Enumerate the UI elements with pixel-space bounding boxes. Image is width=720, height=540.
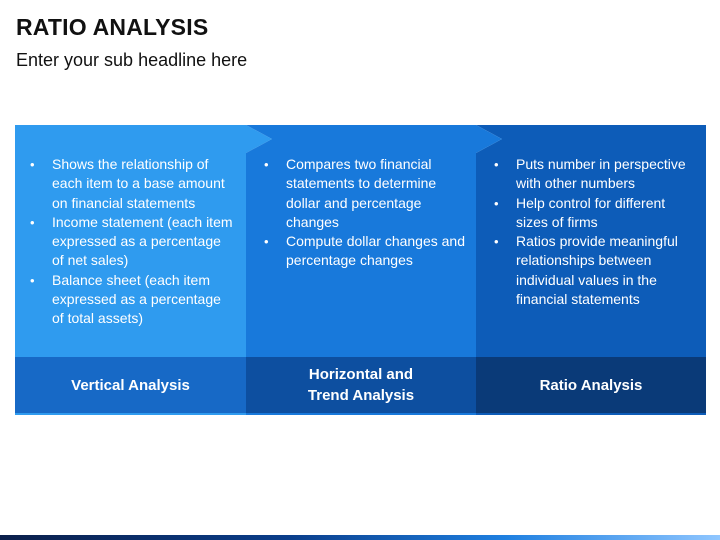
page-subtitle: Enter your sub headline here: [16, 50, 248, 70]
panel-1-bullets: Shows the relationship of each item to a…: [28, 155, 233, 329]
panel-3-label: Ratio Analysis: [476, 357, 706, 413]
panel-1-bullet: Shows the relationship of each item to a…: [30, 155, 233, 213]
panel-3-label-bg: [476, 357, 706, 413]
panel-1-label-bg: [15, 357, 246, 413]
panel-3-bullet: Help control for different sizes of firm…: [494, 194, 697, 233]
panel-1-bullet: Income statement (each item expressed as…: [30, 213, 233, 271]
panel-2-label-bg: [246, 357, 476, 413]
panel-2-label-text: Horizontal and Trend Analysis: [307, 366, 415, 404]
panel-1-label-text: Vertical Analysis: [71, 376, 190, 394]
panel-3-bullets: Puts number in perspective with other nu…: [492, 155, 697, 309]
panel-2-bullets: Compares two financial statements to det…: [262, 155, 467, 271]
analysis-panels: Shows the relationship of each item to a…: [0, 125, 720, 415]
panel-2-label: Horizontal and Trend Analysis: [246, 357, 476, 413]
panel-1-bullet: Balance sheet (each item expressed as a …: [30, 271, 233, 329]
panel-3-label-text: Ratio Analysis: [539, 376, 643, 394]
panel-1-label: Vertical Analysis: [15, 357, 246, 413]
panel-3-bullet: Ratios provide meaningful relationships …: [494, 232, 697, 309]
panel-2-bullet: Compares two financial statements to det…: [264, 155, 467, 232]
footer-gradient-bar: [0, 535, 720, 540]
page-title: RATIO ANALYSIS: [16, 14, 209, 40]
panel-3-bullet: Puts number in perspective with other nu…: [494, 155, 697, 194]
panel-2-bullet: Compute dollar changes and percentage ch…: [264, 232, 467, 271]
